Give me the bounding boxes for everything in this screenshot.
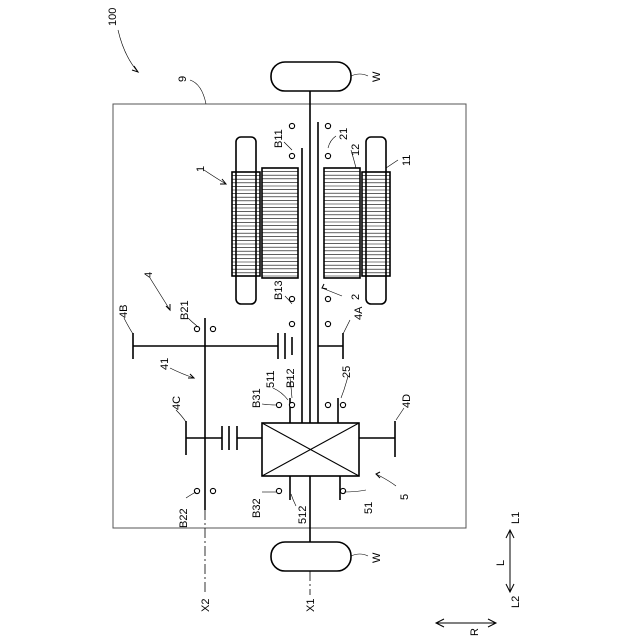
bearing-21b [325,153,330,158]
label-l: L [495,560,507,566]
label-4c: 4C [171,396,183,410]
leader-512 [291,494,296,506]
label-4a: 4A [353,306,365,320]
label-b13: B13 [273,280,285,300]
stator-right-end [366,137,386,304]
bearing-b13a [289,296,294,301]
leader-1 [204,170,226,184]
label-9: 9 [177,76,189,82]
label-12: 12 [350,144,362,156]
bearing-b31 [276,402,281,407]
leader-4 [150,278,170,310]
leader-21 [328,136,336,148]
leader-511 [273,388,288,400]
label-r: R [469,628,481,636]
label-x1: X1 [305,599,317,612]
bearing-b12a [289,402,294,407]
wheel-top [271,62,351,91]
leader-100 [118,30,138,72]
label-41: 41 [159,358,171,370]
label-l1: L1 [510,512,522,524]
label-4b: 4B [118,305,130,318]
bearing-b22a [194,488,199,493]
label-2: 2 [350,294,362,300]
rotor-right-core [324,168,360,278]
leader-4d [396,408,404,420]
bearing-b21b [210,326,215,331]
leader-b22 [186,492,196,498]
bearing-2b [325,321,330,326]
leader-w-top [351,74,368,76]
label-b21: B21 [179,300,191,320]
label-5: 5 [399,494,411,500]
bearing-25 [340,402,345,407]
label-b11: B11 [273,129,285,148]
label-4: 4 [143,272,155,278]
bearing-b32b [340,488,345,493]
wheel-bottom [271,542,351,571]
bearing-b22b [210,488,215,493]
bearing-2a [325,296,330,301]
leader-4c [176,410,186,422]
leader-9 [190,80,206,104]
leader-51 [344,490,366,492]
label-4d: 4D [401,394,413,408]
leader-1-arrow [220,179,226,184]
bearing-b12b [325,402,330,407]
leader-2 [322,288,342,296]
label-100: 100 [107,8,119,26]
label-x2: X2 [200,599,212,612]
bearing-21a [325,123,330,128]
rotor-left-core [262,168,298,278]
leader-2-arrow [322,284,327,289]
label-b22: B22 [178,508,190,528]
leader-25 [341,376,348,398]
label-l2: L2 [510,596,522,608]
label-b31: B31 [251,388,263,408]
bearing-b13b [289,321,294,326]
bearing-b21a [194,326,199,331]
label-wheel-top: W [371,71,383,82]
label-512: 512 [297,506,309,524]
leader-b11 [284,142,292,150]
label-25: 25 [341,366,353,378]
label-b12: B12 [285,368,297,388]
stator-left-end [236,137,256,304]
bearing-b11a [289,123,294,128]
leader-41 [170,368,194,378]
leader-11 [386,160,398,168]
leader-4a [343,320,350,334]
label-1: 1 [195,166,207,172]
label-511: 511 [265,370,277,388]
label-11: 11 [401,155,413,166]
leader-5 [376,474,396,486]
leader-b31 [262,404,276,405]
label-b32: B32 [251,498,263,518]
bearing-b11b [289,153,294,158]
leader-4b [124,318,133,334]
bearing-b32a [276,488,281,493]
leader-100-arrow [132,66,138,72]
label-21: 21 [338,128,350,140]
label-51: 51 [363,502,375,514]
leader-w-bottom [351,554,368,556]
label-wheel-bottom: W [371,552,383,563]
